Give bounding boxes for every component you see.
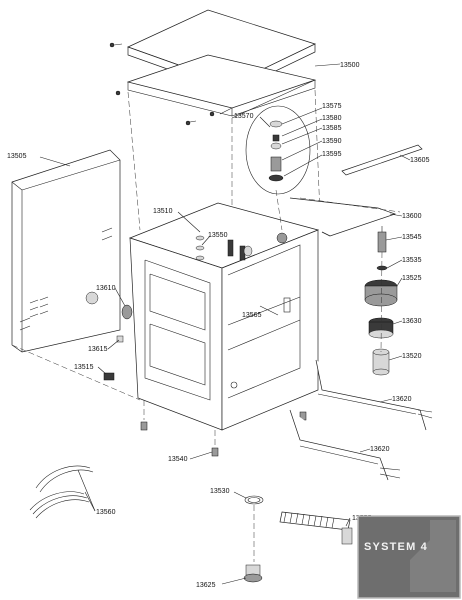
label-13540: 13540 (168, 456, 188, 463)
part-labels: 13500 13505 13510 13550 13570 13575 1358… (7, 62, 430, 589)
cables-part (29, 465, 94, 519)
right-components (364, 226, 398, 376)
side-panel-part (11, 149, 121, 353)
label-13530: 13530 (210, 488, 230, 495)
label-13535: 13535 (402, 257, 422, 264)
label-13620-upper: 13620 (392, 396, 412, 403)
label-13615: 13615 (88, 346, 108, 353)
label-13595: 13595 (322, 151, 342, 158)
label-13510: 13510 (153, 208, 173, 215)
label-13630: 13630 (402, 318, 422, 325)
label-13525: 13525 (402, 275, 422, 282)
label-13500: 13500 (340, 62, 360, 69)
label-13560: 13560 (96, 509, 116, 516)
system4-logo: SYSTEM 4 (357, 515, 461, 599)
label-13545: 13545 (402, 234, 422, 241)
label-13505: 13505 (7, 153, 27, 160)
top-screws (109, 42, 215, 126)
leader-lines (39, 63, 411, 585)
label-13580: 13580 (322, 115, 342, 122)
label-13575: 13575 (322, 103, 342, 110)
label-13520: 13520 (402, 353, 422, 360)
grid-heater-part (279, 511, 353, 545)
label-13585: 13585 (322, 125, 342, 132)
heating-element-upper (315, 359, 433, 431)
label-13610: 13610 (96, 285, 116, 292)
logo-text: SYSTEM 4 (364, 541, 428, 553)
heating-element-lower (289, 409, 401, 481)
label-13515: 13515 (74, 364, 94, 371)
rod-part (341, 144, 423, 176)
label-13600: 13600 (402, 213, 422, 220)
main-body-part (128, 202, 320, 431)
label-13565: 13565 (242, 312, 262, 319)
label-13570: 13570 (234, 113, 254, 120)
misc-left-parts (85, 291, 133, 381)
small-fittings (195, 232, 288, 261)
label-13590: 13590 (322, 138, 342, 145)
label-13620-lower: 13620 (370, 446, 390, 453)
label-13625: 13625 (196, 582, 216, 589)
label-13550: 13550 (208, 232, 228, 239)
valve-assembly-part (245, 105, 311, 231)
label-13605: 13605 (410, 157, 430, 164)
drain-parts (243, 495, 264, 583)
top-cover-part (126, 9, 317, 119)
